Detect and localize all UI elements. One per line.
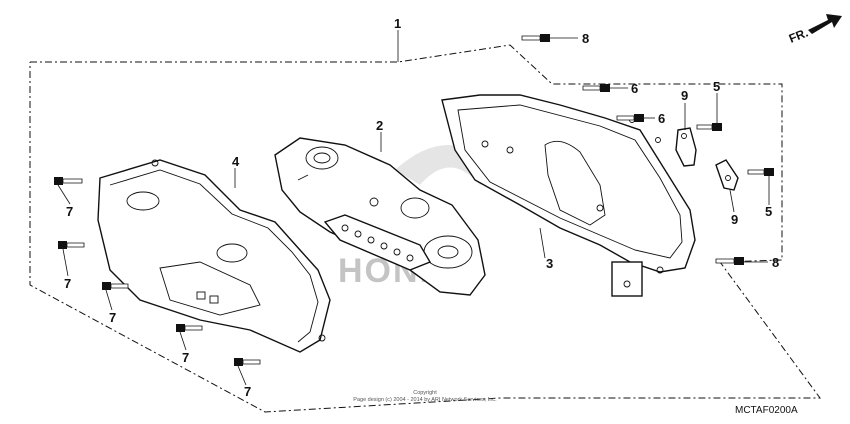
callout-5-upper: 5 bbox=[713, 79, 720, 94]
part-9-brackets bbox=[675, 127, 739, 191]
screw-5a-icon bbox=[696, 123, 722, 131]
callout-4: 4 bbox=[232, 154, 240, 169]
callout-6-upper: 6 bbox=[631, 81, 638, 96]
screw-8-bottom-icon bbox=[715, 257, 744, 265]
screw-7e-icon bbox=[234, 358, 261, 366]
callout-7-a: 7 bbox=[66, 204, 73, 219]
direction-label: FR. bbox=[787, 26, 810, 46]
callout-7-d: 7 bbox=[182, 350, 189, 365]
callout-3: 3 bbox=[546, 256, 553, 271]
leader-lines bbox=[57, 30, 770, 386]
callout-7-b: 7 bbox=[64, 276, 71, 291]
callout-5-lower: 5 bbox=[765, 204, 772, 219]
screw-7b-icon bbox=[58, 241, 85, 249]
callout-8-lower: 8 bbox=[772, 255, 779, 270]
callout-2: 2 bbox=[376, 118, 383, 133]
callout-1: 1 bbox=[394, 16, 401, 31]
callout-7-e: 7 bbox=[244, 384, 251, 399]
screw-6b-icon bbox=[616, 114, 644, 122]
callout-6-lower: 6 bbox=[658, 111, 665, 126]
copyright-notice: Page design (c) 2004 - 2014 by ARI Netwo… bbox=[353, 397, 497, 403]
screw-6a-icon bbox=[582, 84, 610, 92]
screw-7a-icon bbox=[54, 177, 83, 185]
callout-9-upper: 9 bbox=[681, 88, 688, 103]
screw-8-top-icon bbox=[521, 34, 550, 42]
diagram-code: MCTAF0200A bbox=[735, 405, 798, 416]
assembly-boundary bbox=[29, 44, 821, 413]
callout-7-c: 7 bbox=[109, 310, 116, 325]
callout-8-upper: 8 bbox=[582, 31, 589, 46]
screw-7d-icon bbox=[176, 324, 203, 332]
part-3-meter-case bbox=[441, 94, 696, 297]
screw-icons bbox=[54, 34, 774, 366]
screw-5b-icon bbox=[747, 168, 774, 176]
part-4-meter-visor bbox=[97, 159, 331, 353]
callout-9-lower: 9 bbox=[731, 212, 738, 227]
front-direction-arrow-icon bbox=[808, 14, 842, 34]
screw-7c-icon bbox=[102, 282, 129, 290]
copyright-title: Copyright bbox=[413, 390, 437, 396]
part-2-gauge-board bbox=[274, 137, 486, 296]
